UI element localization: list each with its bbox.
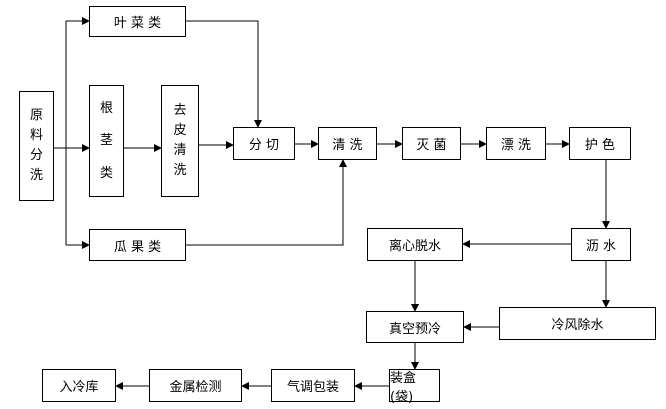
- edge-leafy-cut: [186, 20, 262, 128]
- node-root-char-3: 类: [99, 165, 113, 181]
- node-peel-char-4: 洗: [173, 163, 187, 178]
- node-cold-air-drying: 冷风除水: [499, 307, 656, 340]
- node-raw-char-4: 洗: [29, 168, 43, 183]
- node-rinse-label: 漂 洗: [500, 138, 532, 153]
- node-peel-char-2: 皮: [173, 123, 187, 138]
- node-sterilize-label: 灭 菌: [416, 138, 447, 153]
- node-root-char-2: 茎: [99, 133, 113, 148]
- node-raw-char-3: 分: [29, 148, 43, 163]
- node-cut-label: 分 切: [248, 138, 280, 153]
- node-raw-char-1: 原: [29, 108, 43, 123]
- node-root-char-1: 根: [99, 100, 113, 116]
- node-melon-label: 瓜 果 类: [113, 239, 162, 255]
- node-box-label: 装盒(袋): [390, 370, 417, 405]
- node-sterilization: 灭 菌: [402, 127, 461, 160]
- node-raw-char-2: 料: [29, 128, 43, 143]
- node-leafy-label: 叶 菜 类: [113, 16, 162, 31]
- node-vacuum-label: 真空预冷: [388, 321, 441, 337]
- node-coldair-label: 冷风除水: [551, 318, 604, 333]
- edge-melon-wash: [186, 159, 347, 246]
- node-leafy-vegetables: 叶 菜 类: [89, 6, 186, 37]
- node-cutting: 分 切: [233, 127, 295, 160]
- node-draining: 沥 水: [571, 228, 631, 261]
- node-melon-fruit: 瓜 果 类: [89, 229, 186, 261]
- node-raw-material-sorting: 原 料 分 洗: [19, 91, 54, 201]
- node-rinsing: 漂 洗: [486, 127, 546, 160]
- node-centrifuge-label: 离心脱水: [388, 239, 441, 254]
- node-peel-char-1: 去: [173, 103, 187, 118]
- node-vacuum-precooling: 真空预冷: [366, 311, 464, 343]
- node-modified-atmosphere-packaging: 气调包装: [271, 369, 355, 402]
- node-store-label: 入冷库: [59, 380, 99, 395]
- node-wash-label: 清 洗: [332, 138, 363, 153]
- node-cold-storage: 入冷库: [42, 369, 116, 402]
- node-centrifugal-dewatering: 离心脱水: [367, 228, 463, 261]
- node-color-protection: 护 色: [569, 127, 631, 160]
- node-peel-wash: 去 皮 清 洗: [161, 85, 199, 197]
- node-peel-char-3: 清: [173, 143, 187, 158]
- node-color-label: 护 色: [584, 138, 616, 153]
- node-root-stem: 根 茎 类: [89, 85, 124, 197]
- node-boxing-bagging: 装盒(袋): [389, 369, 440, 405]
- node-metal-detection: 金属检测: [149, 369, 242, 402]
- node-washing: 清 洗: [318, 127, 377, 160]
- node-map-label: 气调包装: [286, 380, 339, 395]
- node-metal-label: 金属检测: [169, 380, 222, 395]
- node-drain-label: 沥 水: [585, 239, 617, 254]
